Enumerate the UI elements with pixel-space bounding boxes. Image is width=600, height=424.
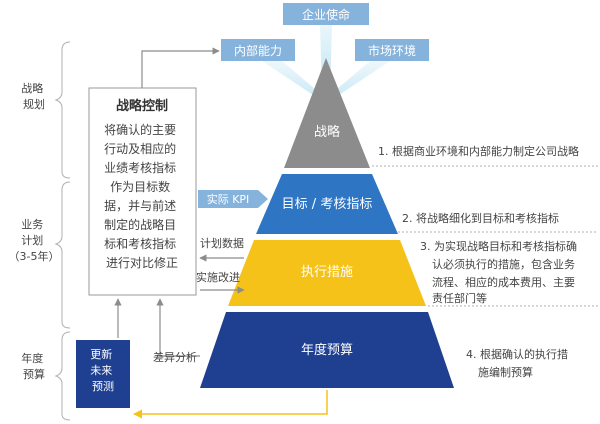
label-business-plan: 业务 计划 （3-5年） [9, 218, 60, 263]
actual-kpi-box [198, 190, 258, 208]
market-beam [330, 61, 390, 97]
pyramid-tier-budget [200, 312, 454, 388]
bracket-annual-budget [54, 331, 71, 421]
internal-beam [262, 61, 322, 97]
variance-analysis-label: 差异分析 [153, 350, 197, 364]
update-forecast-box [76, 340, 130, 408]
pyramid-tier-targets [256, 174, 398, 234]
note-1: 1. 根据商业环境和内部能力制定公司战略 [378, 144, 579, 158]
update-forecast-label: 更新 未来 预测 [90, 347, 116, 393]
strategy-control-title: 战略控制 [116, 98, 168, 114]
market-environment-box [355, 39, 429, 61]
strategy-control-body: 将确认的主要 行动及相应的 业绩考核指标 作为目标数 据，并与前述 制定的战略目… [104, 122, 180, 270]
label-strategy-planning: 战略 规划 [21, 81, 47, 111]
note-2: 2. 将战略细化到目标和考核指标 [402, 211, 559, 225]
bracket-strategy-planning [54, 41, 71, 179]
market-environment-label: 市场环境 [368, 43, 416, 58]
plan-data-label: 计划数据 [200, 236, 244, 250]
connector-control-to-internal [141, 47, 220, 88]
kpi-arrow-icon [258, 190, 268, 208]
actual-kpi-label: 实际 KPI [207, 192, 250, 206]
pyramid-strategy-label: 战略 [314, 124, 340, 140]
strategy-control-box [88, 87, 197, 296]
pyramid-actions-label: 执行措施 [301, 265, 353, 280]
implementation-improve-label: 实施改进 [196, 270, 240, 284]
arrow-variance-analysis [156, 298, 200, 357]
pyramid-targets-label: 目标 / 考核指标 [282, 197, 373, 212]
note-4: 4. 根据确认的执行措 施编制预算 [466, 347, 572, 379]
note-3: 3. 为实现战略目标和考核指标确 认必须执行的措施，包含业务 流程、相应的成本费… [420, 239, 581, 305]
pyramid-budget-label: 年度预算 [301, 342, 353, 358]
bracket-business-plan [54, 181, 71, 329]
mission-box [283, 3, 369, 25]
pyramid-tier-strategy [284, 58, 370, 168]
connector-budget-to-update [133, 390, 328, 419]
mission-label: 企业使命 [302, 7, 350, 22]
internal-capability-label: 内部能力 [234, 43, 282, 58]
internal-capability-box [221, 39, 295, 61]
label-annual-budget: 年度 预算 [21, 351, 47, 381]
pyramid-tier-actions [228, 240, 426, 306]
